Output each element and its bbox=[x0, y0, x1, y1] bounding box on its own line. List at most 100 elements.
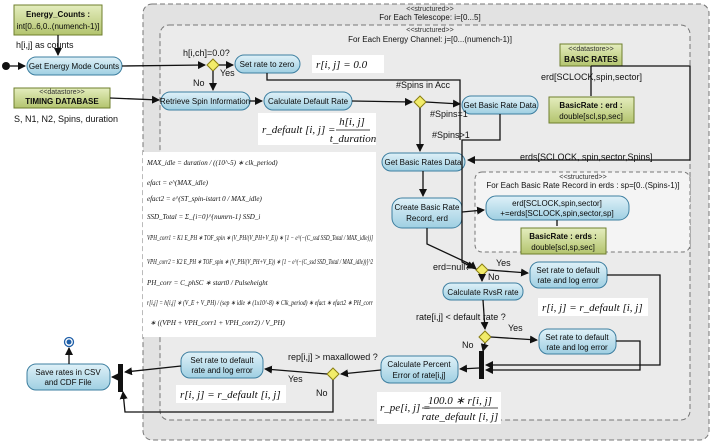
edge-to-hzero bbox=[121, 61, 206, 70]
formula-line-8: ∗ ((VPH + VPH_corr1 + VPH_corr2) / V_PH) bbox=[150, 319, 286, 327]
edge-join-percent bbox=[459, 364, 480, 373]
label-no-1: No bbox=[193, 78, 205, 88]
formula-line-3: SSD_Total = Σ_{i=0}^{numrn-1} SSD_i bbox=[147, 213, 260, 221]
label-spins-eq1: #Spins=1 bbox=[430, 109, 468, 119]
label-h-counts: h[i,j] as counts bbox=[16, 40, 74, 50]
set-default-1-label-a: Set rate to default bbox=[536, 266, 600, 275]
erd-accumulate-label-1: erd[SCLOCK,spin,sector] bbox=[512, 199, 602, 208]
edge-rate-yes bbox=[490, 335, 538, 344]
eq-r-default-lhs: r_default [i, j] = bbox=[262, 124, 335, 136]
set-rate-zero-label: Set rate to zero bbox=[240, 60, 295, 69]
region-channel-stereotype: <<structured>> bbox=[406, 27, 453, 34]
set-default-2-label-a: Set rate to default bbox=[545, 333, 609, 342]
label-h-test: h[i,ch]=0.0? bbox=[183, 48, 230, 58]
formula-line-1: efact = e^(MAX_idle) bbox=[147, 179, 209, 187]
eq-r-default-1: r[i, j] = r_default [i, j] bbox=[542, 302, 643, 314]
edge-erds bbox=[467, 65, 691, 164]
set-default-3-label-a: Set rate to default bbox=[190, 356, 254, 365]
edge-default1-join bbox=[485, 274, 661, 369]
region-basic-rate-label: For Each Basic Rate Record in erds : sp=… bbox=[486, 181, 679, 190]
energy-counts-type: int[0..6,0..(numench-1)] bbox=[17, 22, 100, 31]
label-no-3: No bbox=[462, 340, 474, 350]
label-no-2: No bbox=[488, 272, 500, 282]
formula-line-5: VPH_corr2 = K2 E_PH ∗ TOF_spin ∗ (V_PH/(… bbox=[147, 258, 373, 266]
region-telescope-label: For Each Telescope: i=[0...5] bbox=[379, 13, 480, 22]
basic-rates-title: BASIC RATES bbox=[564, 55, 618, 64]
create-record-label-1: Create Basic Rate bbox=[395, 203, 460, 212]
get-basic-rate-data-label: Get Basic Rate Data bbox=[464, 101, 537, 110]
basic-rate-erd-title: BasicRate : erd : bbox=[559, 101, 622, 110]
label-spins-gt1: #Spins>1 bbox=[432, 130, 470, 140]
get-basic-rates-data-label: Get Basic Rates Data bbox=[385, 158, 462, 167]
edge-zero-merge bbox=[266, 73, 461, 140]
get-energy-mode-counts-label: Get Energy Mode Counts bbox=[29, 62, 119, 71]
energy-counts-title: Energy_Counts : bbox=[26, 10, 90, 19]
calc-percent-label-b: Error of rate[i,j] bbox=[393, 371, 446, 380]
eq-box-zero bbox=[312, 55, 384, 73]
edge-null-yes bbox=[487, 268, 529, 277]
initial-node bbox=[2, 62, 10, 70]
create-record-label-2: Record, erd bbox=[406, 214, 448, 223]
label-yes-2: Yes bbox=[496, 258, 511, 268]
eq-box-default bbox=[258, 113, 376, 145]
eq-rpe-num: 100.0 ∗ r[i, j] bbox=[428, 395, 492, 407]
calc-default-rate-label: Calculate Default Rate bbox=[268, 97, 349, 106]
label-rep-test: rep[i,j] > maxallowed ? bbox=[288, 352, 378, 362]
set-default-2-label-b: rate and log error bbox=[546, 343, 608, 352]
eq-rpe-den: rate_default [i, j] bbox=[422, 411, 499, 423]
eq-box-default-1 bbox=[538, 298, 648, 316]
eq-r-default-den: t_duration bbox=[330, 133, 377, 145]
label-yes-1: Yes bbox=[220, 68, 235, 78]
region-basic-rate-stereotype: <<structured>> bbox=[559, 174, 606, 181]
eq-r-zero: r[i, j] = 0.0 bbox=[316, 59, 368, 71]
label-yes-3: Yes bbox=[508, 323, 523, 333]
timing-db-stereotype: <<datastore>> bbox=[39, 89, 85, 96]
set-default-3-label-b: rate and log error bbox=[191, 366, 253, 375]
calc-percent-error-action[interactable] bbox=[380, 355, 459, 384]
eq-box-default-2 bbox=[176, 385, 286, 403]
label-spin-params: S, N1, N2, Spins, duration bbox=[14, 114, 118, 124]
formula-panel bbox=[143, 152, 376, 337]
edge-erd-to-null bbox=[461, 114, 501, 269]
label-yes-4: Yes bbox=[288, 374, 303, 384]
join-bar-final bbox=[118, 364, 123, 392]
save-rates-label-b: and CDF File bbox=[44, 378, 92, 387]
save-rates-label-a: Save rates in CSV bbox=[35, 368, 101, 377]
region-telescope-stereotype: <<structured>> bbox=[406, 6, 453, 13]
erd-accumulate-label-2: +=erds[SCLOCK,spin,sector,sp] bbox=[500, 209, 613, 218]
label-erd-null: erd=null? bbox=[433, 262, 470, 272]
edge-loop-to-null bbox=[426, 228, 477, 270]
basic-rate-erd-type: double[scl,sp,sec] bbox=[559, 112, 623, 121]
eq-r-default-2: r[i, j] = r_default [i, j] bbox=[180, 389, 281, 401]
edge-default3-join bbox=[124, 365, 182, 376]
edge-to-spins bbox=[351, 97, 413, 106]
edge-rate-no bbox=[480, 342, 489, 352]
calc-rvsr-label: Calculate RvsR rate bbox=[447, 288, 519, 297]
calc-percent-label-a: Calculate Percent bbox=[387, 360, 451, 369]
eq-rpe-lhs: r_pe[i, j] = bbox=[380, 402, 431, 414]
formula-line-4: VPH_corr1 = K1 E_PH ∗ TOF_spin ∗ (V_PH/(… bbox=[147, 234, 373, 242]
edge-rep-yes bbox=[264, 365, 328, 375]
edge-create-accum bbox=[461, 206, 485, 215]
label-spins-in-acc: #Spins in Acc bbox=[396, 80, 451, 90]
region-channel-label: For Each Energy Channel: j=[0...(numench… bbox=[348, 35, 512, 44]
join-bar-rate bbox=[479, 351, 484, 379]
formula-line-7: r[i,j] = h[i,j] ∗ (V_E + V_PH) / (sep ∗ … bbox=[147, 299, 373, 307]
basic-rate-erds-datastore bbox=[520, 227, 607, 255]
label-rate-test: rate[i,j] < default rate ? bbox=[416, 312, 506, 322]
energy-counts-datastore bbox=[13, 4, 103, 36]
label-erds-flow: erds[SCLOCK, spin,sector,Spins] bbox=[520, 152, 653, 162]
formula-line-6: PH_corr = C_phSC ∗ start0 / Pulseheight bbox=[146, 279, 269, 287]
retrieve-spin-label: Retrieve Spin Information bbox=[160, 97, 250, 106]
eq-r-default-num: h[i, j] bbox=[339, 116, 365, 128]
edge-percent-rep bbox=[340, 369, 382, 378]
edge-default2-join bbox=[485, 340, 641, 374]
timing-db-title: TIMING DATABASE bbox=[25, 97, 99, 106]
edge-rvsr-rate bbox=[480, 299, 489, 330]
set-default-1-label-b: rate and log error bbox=[537, 276, 599, 285]
edge-timing bbox=[109, 95, 160, 104]
set-default-rate-3-action[interactable] bbox=[180, 351, 264, 379]
label-no-4: No bbox=[316, 388, 328, 398]
edge-rep-no bbox=[119, 380, 334, 413]
basic-rate-erds-type: double[scl,sp,sec] bbox=[531, 243, 595, 252]
